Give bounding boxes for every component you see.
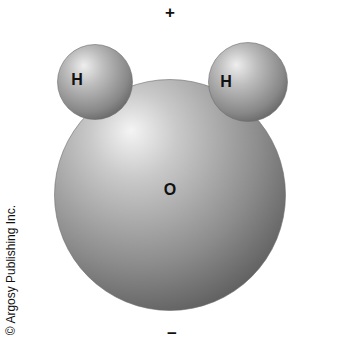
atom-sphere bbox=[57, 44, 133, 120]
element-symbol: O bbox=[164, 181, 176, 199]
hydrogen-atom: H bbox=[57, 44, 133, 120]
hydrogen-atom: H bbox=[208, 42, 288, 122]
sphere-shading bbox=[55, 80, 286, 311]
sphere-shading bbox=[209, 43, 288, 122]
charge-sign: + bbox=[165, 3, 175, 23]
atom-label-holder: H bbox=[39, 42, 115, 118]
charge-sign: − bbox=[167, 324, 177, 344]
element-symbol: H bbox=[220, 73, 232, 91]
element-symbol: H bbox=[71, 71, 83, 89]
atom-sphere bbox=[208, 42, 288, 122]
copyright-notice: © Argosy Publishing Inc. bbox=[4, 205, 18, 335]
atom-label-holder: H bbox=[186, 42, 266, 122]
sphere-shading bbox=[58, 45, 133, 120]
